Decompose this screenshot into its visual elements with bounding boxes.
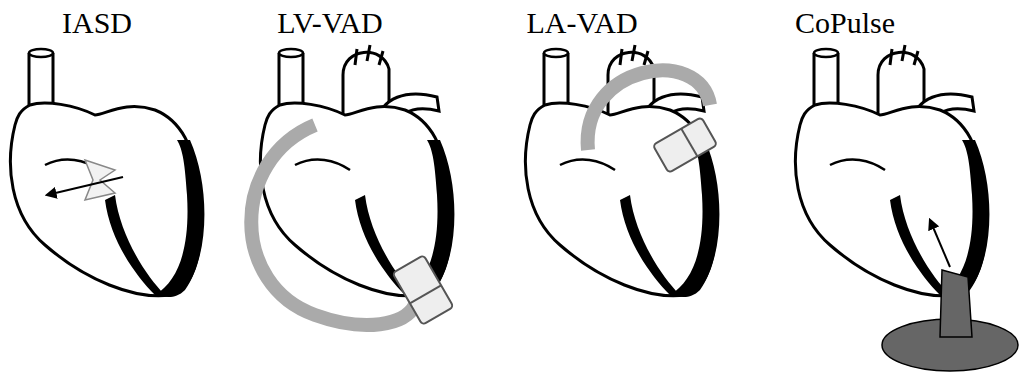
- panel-title: CoPulse: [795, 8, 895, 38]
- iasd-heart: [10, 49, 204, 297]
- la-vad-heart: [525, 45, 719, 297]
- lv-vad-heart: [251, 45, 454, 325]
- copulse-heart: [795, 45, 1018, 371]
- panel-title: IASD: [62, 8, 132, 38]
- panel-title: LV-VAD: [277, 8, 383, 38]
- panel-title: LA-VAD: [526, 8, 637, 38]
